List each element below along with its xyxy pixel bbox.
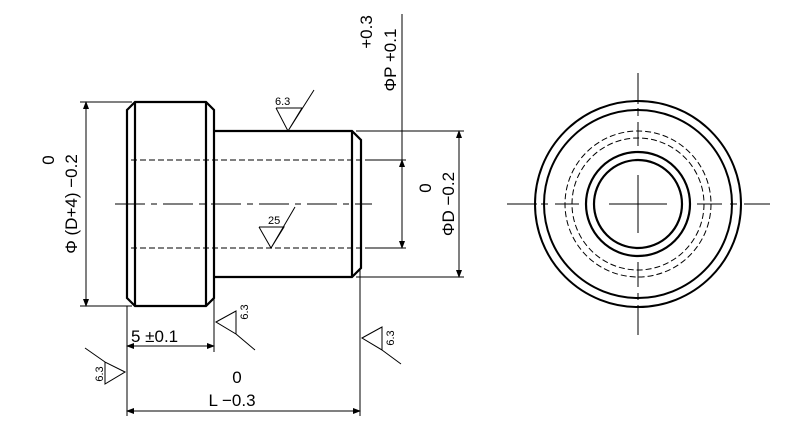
roughness-symbol-flange-face: 6.3 bbox=[214, 304, 256, 351]
side-view bbox=[115, 100, 372, 308]
total-length-label: L −0.3 bbox=[208, 391, 255, 410]
bore-diameter-label: ΦP +0.1 bbox=[381, 29, 400, 92]
roughness-symbol-shaft-outer: 6.3 bbox=[275, 89, 315, 133]
total-length-tolerance-upper: 0 bbox=[232, 368, 241, 387]
svg-text:25: 25 bbox=[268, 215, 280, 227]
flange-length-dimension: 5 ±0.1 bbox=[126, 298, 215, 416]
svg-text:6.3: 6.3 bbox=[275, 96, 290, 108]
svg-text:6.3: 6.3 bbox=[239, 304, 251, 319]
end-view bbox=[507, 73, 770, 335]
bore-circle bbox=[592, 158, 684, 250]
shaft-diameter-tolerance-upper: 0 bbox=[416, 183, 435, 192]
roughness-symbol-bore: 25 bbox=[258, 206, 296, 249]
total-length-dimension: 0 L −0.3 bbox=[126, 268, 361, 416]
roughness-symbol-right-end: 6.3 bbox=[360, 326, 402, 365]
svg-text:6.3: 6.3 bbox=[385, 330, 397, 345]
bore-diameter-dimension: +0.3 ΦP +0.1 bbox=[357, 14, 406, 249]
svg-text:6.3: 6.3 bbox=[94, 366, 106, 381]
bore-chamfer-circle bbox=[584, 150, 692, 258]
flange-diameter-label: Φ (D+4) −0.2 bbox=[62, 154, 81, 254]
flange-diameter-tolerance-upper: 0 bbox=[39, 155, 58, 164]
shaft-diameter-dimension: 0 ΦD −0.2 bbox=[356, 130, 464, 278]
bore-diameter-tolerance-upper: +0.3 bbox=[357, 15, 376, 49]
shaft-diameter-label: ΦD −0.2 bbox=[439, 172, 458, 236]
roughness-symbol-left-end: 6.3 bbox=[84, 347, 127, 385]
end-view-center-lines bbox=[507, 73, 770, 335]
flange-length-label: 5 ±0.1 bbox=[131, 327, 178, 346]
flange-diameter-dimension: 0 Φ (D+4) −0.2 bbox=[39, 101, 132, 307]
